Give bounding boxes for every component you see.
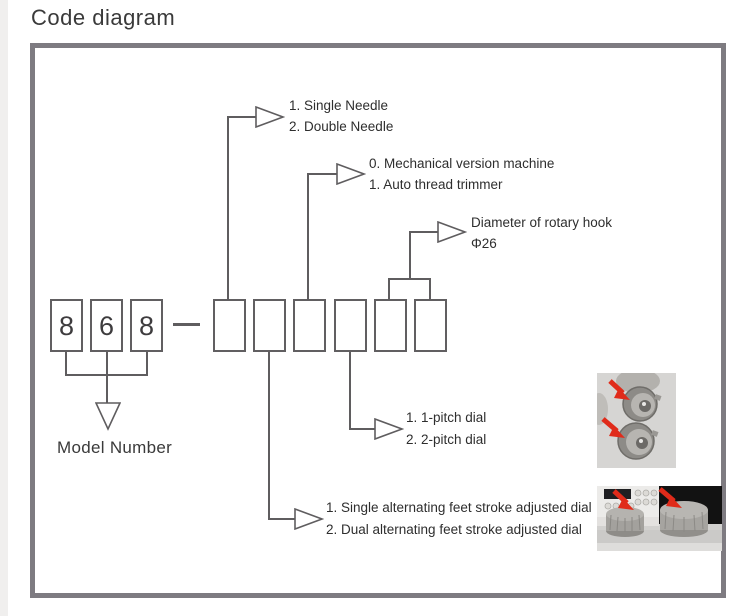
scan-edge: [0, 0, 8, 616]
model-bracket-vline: [106, 374, 108, 404]
connector-rotary-hline: [409, 231, 438, 233]
model-bracket-stub-2: [106, 352, 108, 376]
diagram-frame: [30, 43, 726, 598]
connector-rotary-vline-right: [429, 278, 431, 300]
model-bracket-stub-1: [65, 352, 67, 376]
label-pitch-dial: 1. 1-pitch dial 2. 2-pitch dial: [406, 407, 486, 451]
connector-rotary-vline-left: [388, 278, 390, 300]
label-pitch-line2: 2. 2-pitch dial: [406, 432, 487, 447]
table-edge: [597, 543, 722, 551]
code-box-5: [374, 299, 407, 352]
label-mechanical: 0. Mechanical version machine 1. Auto th…: [369, 153, 554, 195]
label-feet-line2: 2. Dual alternating feet stroke adjusted…: [326, 522, 582, 537]
feet-stroke-dials-photo: [597, 486, 722, 551]
machine-part: [597, 393, 608, 425]
code-box-1: [213, 299, 246, 352]
machine-part: [616, 373, 660, 393]
dial-tab: [651, 430, 659, 437]
digit-box-1: 8: [50, 299, 83, 352]
dash-connector: [173, 323, 200, 326]
code-box-6: [414, 299, 447, 352]
model-bracket-stub-3: [146, 352, 148, 376]
digit-1: 8: [58, 311, 75, 341]
arrow-right-icon: [255, 106, 285, 128]
arrow-right-icon: [437, 221, 467, 243]
connector-needle-hline: [227, 116, 256, 118]
model-number-label: Model Number: [57, 438, 173, 457]
red-arrow-icon: [612, 489, 634, 510]
label-feet-stroke: 1. Single alternating feet stroke adjust…: [326, 497, 592, 541]
right-stroke-dial: [660, 501, 708, 537]
connector-feet-hline: [268, 518, 296, 520]
digit-2: 6: [98, 311, 115, 341]
lower-dial-highlight: [639, 439, 643, 443]
connector-rotary-vline-up: [409, 231, 411, 280]
upper-dial-screw: [639, 400, 651, 412]
upper-dial-highlight: [642, 402, 646, 406]
pitch-dials-photo: [597, 373, 676, 468]
code-box-4: [334, 299, 367, 352]
red-arrow-icon: [601, 417, 625, 438]
label-pitch-line1: 1. 1-pitch dial: [406, 410, 487, 425]
arrow-right-icon: [294, 508, 324, 530]
connector-mechanical-vline: [307, 173, 309, 300]
left-stroke-dial: [606, 507, 644, 537]
label-feet-line1: 1. Single alternating feet stroke adjust…: [326, 500, 592, 515]
dial-tab: [654, 394, 662, 401]
page-title: Code diagram: [31, 5, 176, 30]
label-needle-line2: 2. Double Needle: [289, 119, 394, 134]
digit-box-2: 6: [90, 299, 123, 352]
arrow-right-icon: [374, 418, 404, 440]
red-arrow-icon: [658, 487, 682, 508]
label-mechanical-line2: 1. Auto thread trimmer: [369, 177, 503, 192]
digit-3: 8: [138, 311, 155, 341]
label-rotary-hook: Diameter of rotary hook Φ26: [471, 212, 612, 254]
label-needle-type: 1. Single Needle 2. Double Needle: [289, 95, 393, 137]
connector-needle-vline: [227, 116, 229, 300]
red-arrow-icon: [608, 379, 630, 400]
label-rotary-line2: Φ26: [471, 236, 497, 251]
label-mechanical-line1: 0. Mechanical version machine: [369, 156, 555, 171]
connector-pitch-hline: [349, 428, 376, 430]
label-needle-line1: 1. Single Needle: [289, 98, 389, 113]
lower-dial-screw: [636, 437, 648, 449]
label-rotary-line1: Diameter of rotary hook: [471, 215, 613, 230]
code-box-2: [253, 299, 286, 352]
connector-mechanical-hline: [307, 173, 337, 175]
connector-feet-vline: [268, 352, 270, 520]
connector-pitch-vline: [349, 352, 351, 430]
code-box-3: [293, 299, 326, 352]
arrow-right-icon: [336, 163, 366, 185]
arrow-down-icon: [95, 402, 121, 431]
digit-box-3: 8: [130, 299, 163, 352]
